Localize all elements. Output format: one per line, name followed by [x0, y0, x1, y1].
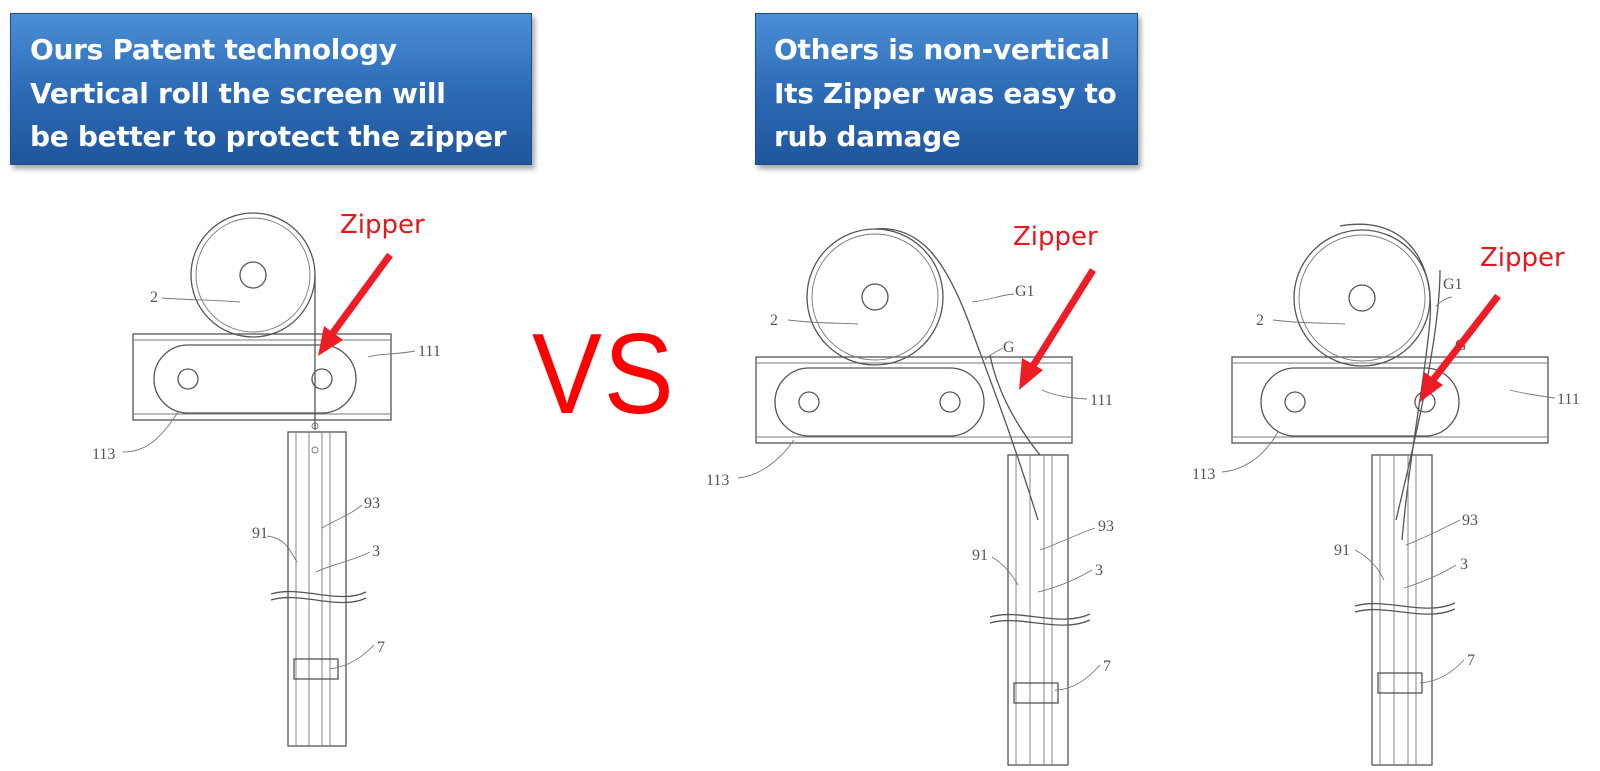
part-number: 111 — [1090, 392, 1113, 409]
part-number: 3 — [1095, 562, 1103, 579]
part-number: 3 — [1460, 556, 1468, 573]
part-number: 93 — [1098, 518, 1114, 535]
slot-outline — [153, 344, 357, 414]
part-number: 7 — [377, 639, 385, 656]
part-number: 3 — [372, 543, 380, 560]
part-number: 111 — [418, 343, 441, 360]
part-number: 91 — [252, 525, 268, 542]
zipper-label: Zipper — [1013, 222, 1098, 252]
caption-box-ours: Ours Patent technology Vertical roll the… — [10, 13, 532, 165]
part-number: G — [1003, 339, 1015, 356]
rail — [287, 431, 347, 747]
part-number: 93 — [1462, 512, 1478, 529]
part-number: 111 — [1557, 391, 1580, 408]
caption-line: be better to protect the zipper — [30, 120, 507, 153]
diagram-others-1: 2 111 113 91 93 3 7 G1 G Zipper — [706, 222, 1114, 766]
part-number: 2 — [1256, 312, 1264, 329]
vs-label: VS — [532, 311, 676, 438]
caption-line: Its Zipper was easy to — [774, 76, 1117, 110]
part-number: G1 — [1015, 283, 1035, 300]
part-number: 91 — [1334, 542, 1350, 559]
part-number: G1 — [1443, 276, 1463, 293]
diagram-ours: 2 111 113 91 93 3 7 Zipper — [92, 210, 441, 747]
part-number: 2 — [770, 312, 778, 329]
part-number: 113 — [92, 446, 115, 463]
part-number: 2 — [150, 289, 158, 306]
caption-line: Others is non-vertical — [774, 33, 1110, 66]
roller-circle — [190, 212, 316, 338]
caption-line: Vertical roll the screen will — [30, 76, 446, 110]
part-number: 7 — [1103, 658, 1111, 675]
part-number: 93 — [364, 495, 380, 512]
part-number: 7 — [1467, 652, 1475, 669]
caption-box-others: Others is non-vertical Its Zipper was ea… — [755, 13, 1138, 165]
zipper-label: Zipper — [340, 210, 425, 240]
diagram-others-2: 2 111 113 91 93 3 7 G1 G Zipper — [1192, 223, 1580, 766]
part-number: 113 — [1192, 466, 1215, 483]
part-number: 113 — [706, 472, 729, 489]
part-number: 91 — [972, 547, 988, 564]
caption-line: Ours Patent technology — [30, 33, 397, 66]
zipper-label: Zipper — [1480, 243, 1565, 273]
caption-line: rub damage — [774, 120, 961, 153]
